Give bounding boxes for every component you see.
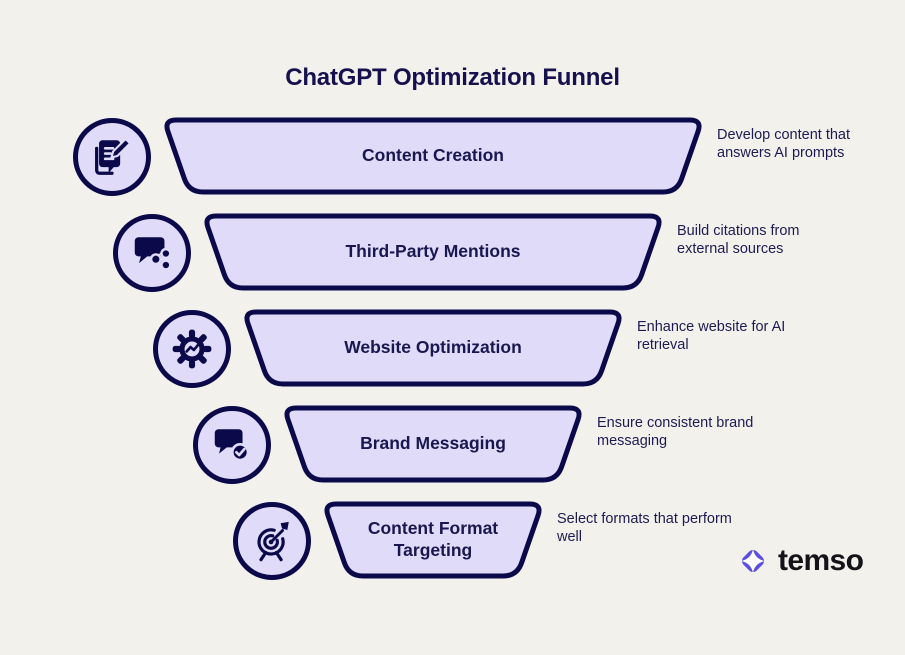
funnel-trapezoid [284,405,582,483]
page-title: ChatGPT Optimization Funnel [285,64,620,91]
chat-share-icon [113,214,191,292]
funnel-level-description: Ensure consistent brand messaging [597,415,754,449]
funnel-trapezoid [164,117,702,195]
funnel-trapezoid [204,213,662,291]
funnel-level-label: Content Creation [362,145,504,166]
funnel-level-description: Build citations from external sources [677,223,800,257]
funnel-trapezoid [244,309,622,387]
brand-logo: temso [736,544,864,578]
funnel-level-description: Develop content that answers AI prompts [717,127,851,161]
funnel-level-label: Third-Party Mentions [345,241,521,262]
document-pen-icon [73,118,151,196]
brand-name: temso [778,544,864,577]
funnel-level-label: Brand Messaging [360,433,506,454]
sparkle-diamond-icon [736,544,770,578]
gear-trend-icon [153,310,231,388]
target-arrow-icon [233,502,311,580]
funnel-trapezoid [324,501,542,579]
funnel-level-label: Content Format Targeting [367,518,499,560]
funnel-level-label: Website Optimization [344,337,522,358]
chat-check-icon [193,406,271,484]
funnel-level-description: Enhance website for AI retrieval [637,319,786,353]
funnel-level-description: Select formats that perform well [557,511,732,545]
